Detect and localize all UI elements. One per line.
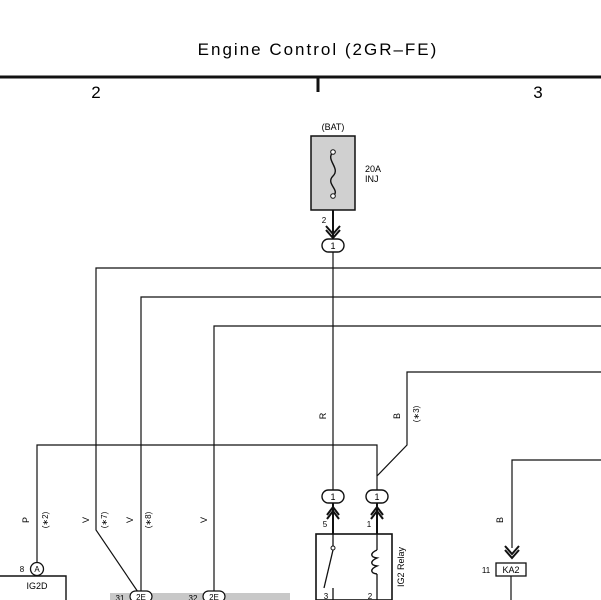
relay-coil-icon [371,549,380,575]
wire-v2-color: V [125,517,135,523]
wire-p [36,444,378,562]
ka2-pin: 11 [482,566,491,575]
connector-2e-32-pin: 32 [189,594,198,600]
connector-a-label: A [34,565,40,574]
diagram-title: Engine Control (2GR–FE) [198,40,439,59]
connector-2e-31-label: 2E [136,593,146,600]
wire-p-color: P [21,517,31,523]
connector-1-r-label: 1 [330,492,335,502]
relay-switch-arm-icon [323,549,334,589]
wire-v1-color: V [81,517,91,523]
connector-2e-32 [202,590,226,600]
ecu-terminal-ig2d: IG2D [26,581,48,591]
wire-bus-1 [95,267,601,593]
connector-1-b-label: 1 [374,492,379,502]
wire-v2-note: (∗8) [144,511,153,528]
relay-pin-2: 2 [368,592,373,600]
fuse-pin-number: 2 [322,216,327,225]
ecu-box [0,575,67,600]
wire-r-color: R [318,412,328,419]
fuse-name: INJ [365,174,379,184]
relay-contact-icon [330,545,336,551]
connector-arrow-icon [326,505,340,516]
connector-arrow-icon [504,545,520,556]
fuse-box [310,135,356,211]
fuse-rating: 20A [365,164,381,174]
relay-name: IG2 Relay [396,546,406,587]
wire-b-ka2 [511,459,601,548]
column-number-right: 3 [533,83,542,102]
relay-pin-1: 1 [367,520,372,529]
wire-v1-note: (∗7) [100,511,109,528]
fuse-element-icon [330,151,336,197]
connector-a-pin: 8 [20,565,25,574]
connector-arrow-icon [325,225,341,236]
connector-2e-31-pin: 31 [116,594,125,600]
wire-b1-note: (∗3) [412,405,421,422]
connector-arrow-icon [325,229,341,240]
wire-b-relay [376,371,601,490]
wire-b2-color: B [495,517,505,523]
fuse-terminal-top-icon [330,149,336,155]
connector-2e-32-label: 2E [209,593,219,600]
relay-pin-5: 5 [323,520,328,529]
column-number-left: 2 [91,83,100,102]
fuse-terminal-bottom-icon [330,193,336,199]
connector-arrow-icon [326,509,340,520]
fuse-source-label: (BAT) [322,122,345,132]
wire-b1-color: B [392,413,402,419]
ecu-shaded-block [110,593,290,600]
connector-arrow-icon [370,509,384,520]
wire-v3-color: V [199,517,209,523]
wire-p-note: (∗2) [41,511,50,528]
connector-arrow-icon [504,549,520,560]
relay-pin-3: 3 [324,592,329,600]
connector-1-top-label: 1 [330,241,335,251]
connector-2e-31 [129,590,153,600]
ka2-name: KA2 [502,565,519,575]
connector-arrow-icon [370,505,384,516]
ig2-relay-box [315,533,393,600]
wire-bus-2 [140,296,601,592]
wire-bus-3 [213,325,601,592]
